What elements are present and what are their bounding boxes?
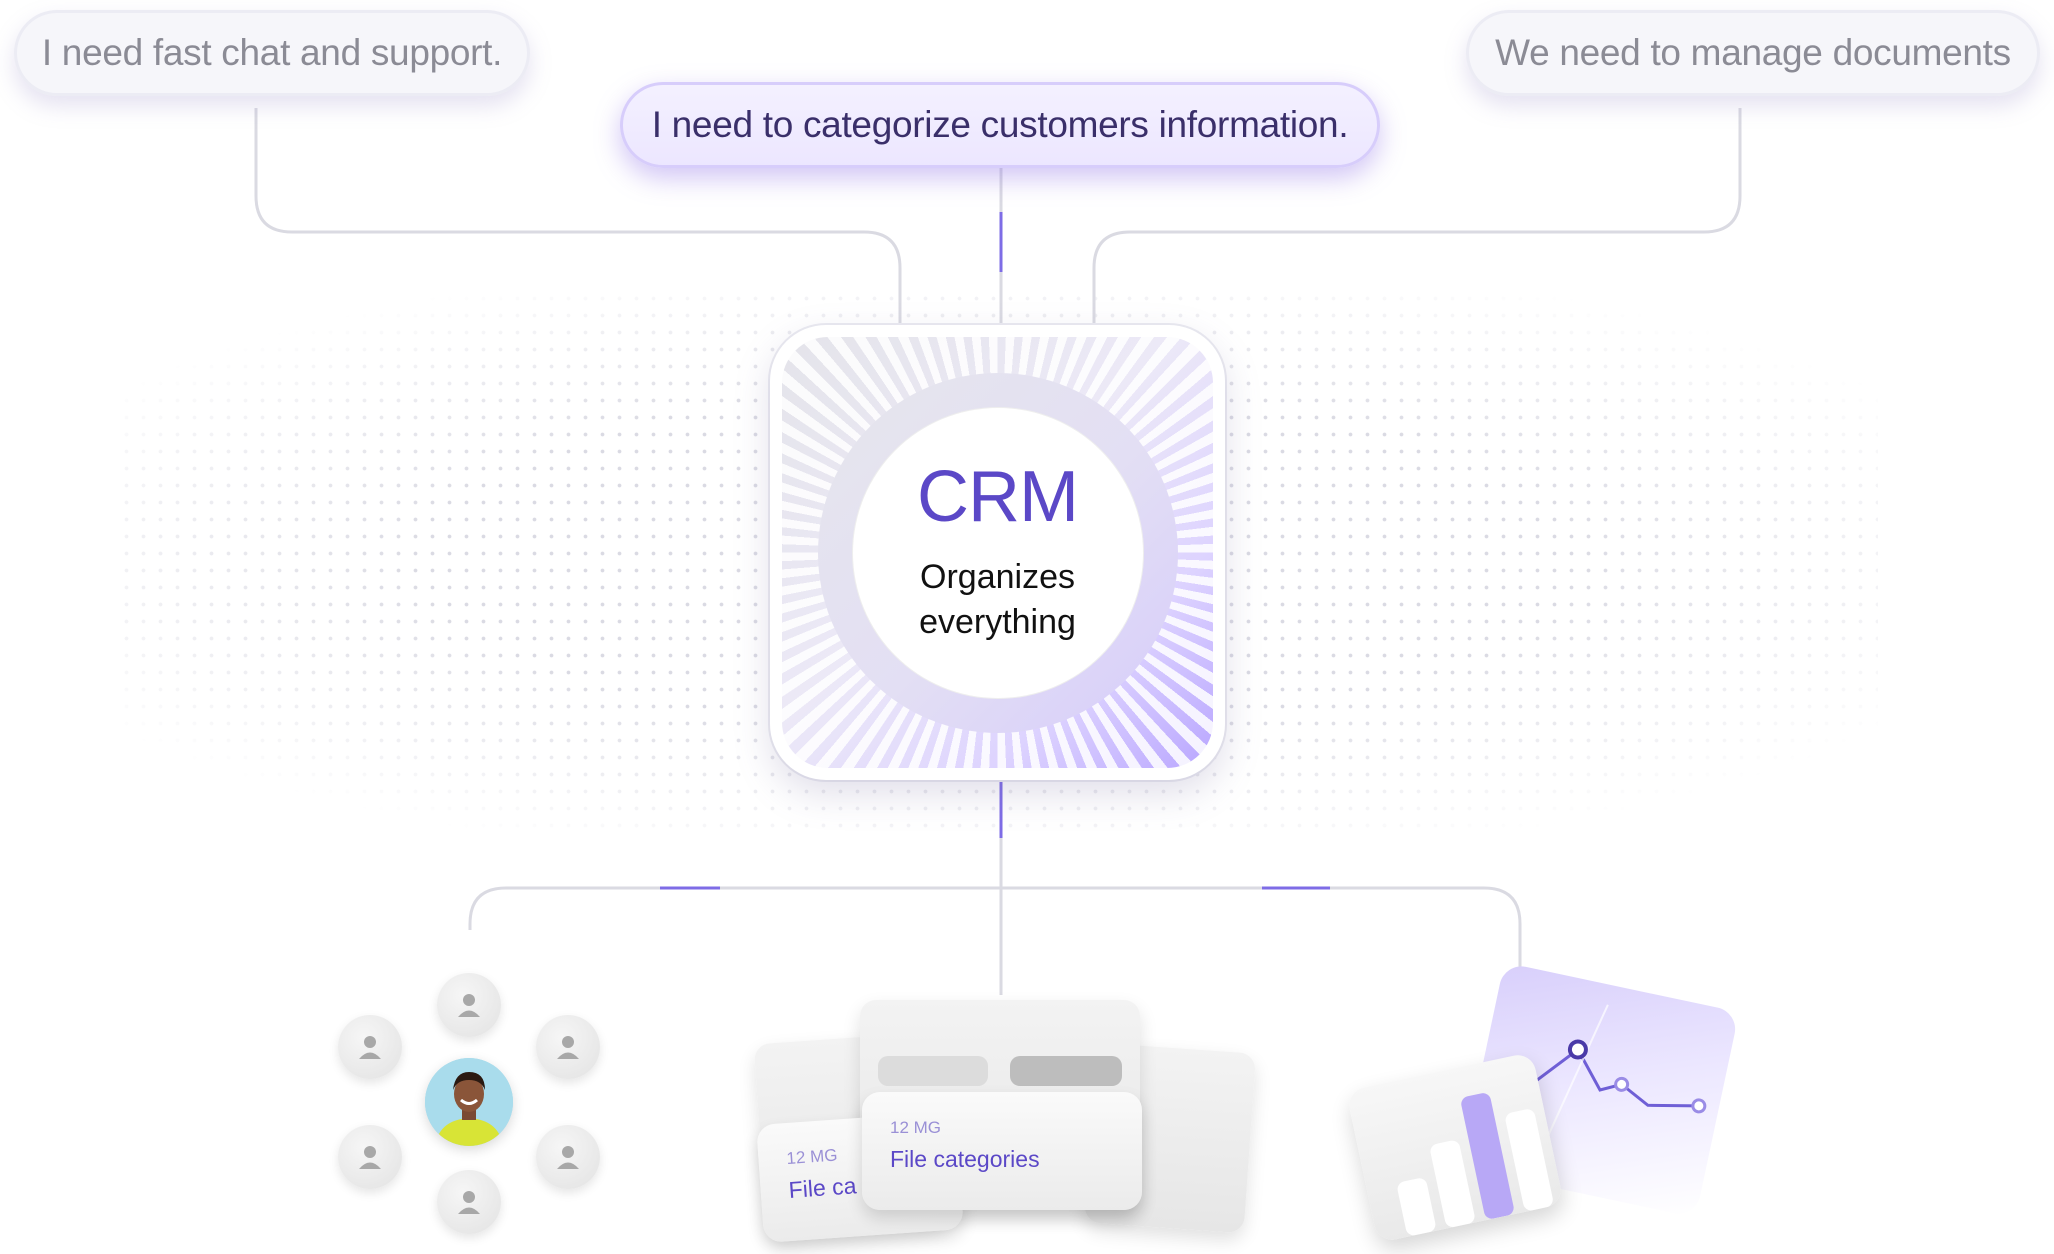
contact-avatar-featured <box>425 1058 513 1146</box>
need-bubble-documents: We need to manage documents <box>1466 10 2040 96</box>
user-silhouette-icon <box>359 1146 381 1169</box>
need-bubble-chat: I need fast chat and support. <box>14 10 530 96</box>
need-text-categorize: I need to categorize customers informati… <box>651 104 1349 145</box>
user-silhouette-icon <box>458 994 480 1017</box>
file-stack: 12 MG File ca 12 MG File categories <box>740 1000 1260 1250</box>
person-photo-icon <box>425 1058 513 1146</box>
user-silhouette-icon <box>359 1036 381 1059</box>
folder-tab-left <box>878 1056 988 1086</box>
contact-avatar-lower-right <box>536 1125 600 1189</box>
crm-radial-background: CRM Organizes everything <box>782 337 1213 768</box>
user-silhouette-icon <box>458 1191 480 1214</box>
user-silhouette-icon <box>557 1036 579 1059</box>
file-card-front: 12 MG File categories <box>862 1092 1142 1210</box>
contact-avatar-bottom <box>437 1170 501 1234</box>
crm-core: CRM Organizes everything <box>852 407 1143 698</box>
contact-avatar-upper-left <box>338 1015 402 1079</box>
bar-chart-card <box>1345 1051 1565 1244</box>
need-text-documents: We need to manage documents <box>1495 32 2011 73</box>
contacts-cluster <box>330 965 620 1245</box>
crm-subtitle-line2: everything <box>919 602 1076 641</box>
contact-avatar-lower-left <box>338 1125 402 1189</box>
crm-card: CRM Organizes everything <box>770 325 1225 780</box>
need-text-chat: I need fast chat and support. <box>41 32 503 73</box>
need-bubble-categorize: I need to categorize customers informati… <box>620 82 1380 168</box>
contact-avatar-top <box>437 973 501 1037</box>
user-silhouette-icon <box>557 1146 579 1169</box>
crm-subtitle-line1: Organizes <box>920 558 1075 597</box>
crm-title: CRM <box>917 457 1079 538</box>
file-card-front-size: 12 MG <box>890 1118 942 1137</box>
bar-chart-icon <box>1397 1093 1553 1236</box>
file-card-front-name: File categories <box>890 1146 1040 1172</box>
analytics-cards <box>1340 962 1740 1245</box>
folder-tab-right <box>1010 1056 1122 1086</box>
crm-subtitle: Organizes everything <box>919 555 1076 643</box>
contact-avatar-upper-right <box>536 1015 600 1079</box>
